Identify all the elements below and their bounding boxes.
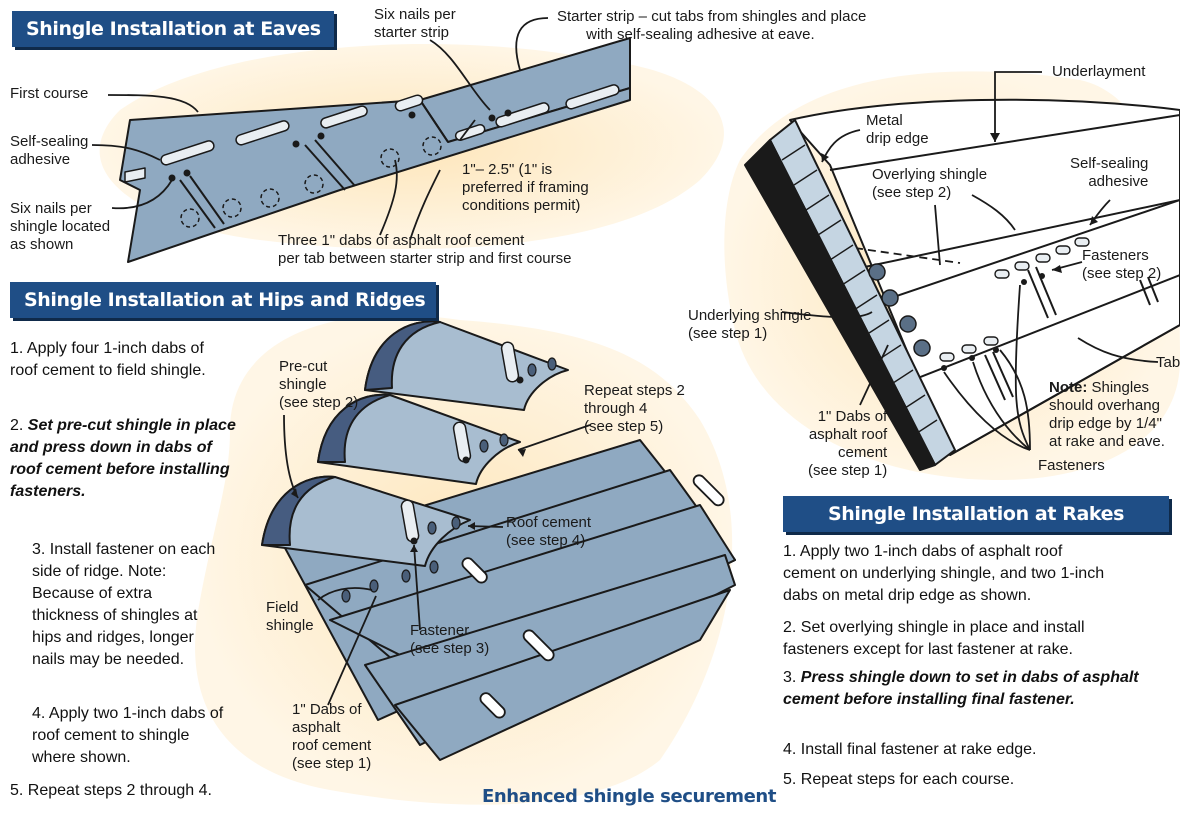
hips-step-2: 2. Set pre-cut shingle in place and pres… [10, 417, 236, 500]
label-precut-shingle: Pre-cut shingle (see step 2) [279, 358, 359, 411]
tab-slot [179, 179, 216, 229]
metal-drip-edge [744, 119, 956, 471]
rakes-step-4: 4. Install final fastener at rake edge. [783, 741, 1037, 758]
label-overhang-note: Note: Shingles should overhang drip edge… [1049, 379, 1165, 450]
label-offset: 1"– 2.5" (1" is preferred if framing con… [462, 161, 589, 214]
rakes-illustration [744, 98, 1180, 471]
label-first-course: First course [10, 85, 89, 102]
label-fasteners: Fasteners [1038, 457, 1105, 474]
label-overlying-shingle: Overlying shingle (see step 2) [872, 166, 988, 201]
label-repeat-steps: Repeat steps 2 through 4 (see step 5) [584, 382, 685, 435]
label-three-dabs: Three 1" dabs of asphalt roof cement per… [278, 232, 572, 267]
hips-step-4: 4. Apply two 1-inch dabs of roof cement … [32, 705, 224, 766]
label-fasteners-step2: Fasteners (see step 2) [1082, 247, 1162, 282]
cement-dab [180, 208, 200, 228]
rakes-step-2: 2. Set overlying shingle in place and in… [783, 619, 1085, 658]
rakes-step-5: 5. Repeat steps for each course. [783, 771, 1015, 788]
header-hips-ridges: Shingle Installation at Hips and Ridges [10, 282, 436, 318]
label-tab: Tab [1156, 354, 1180, 371]
rakes-step-3: 3. Press shingle down to set in dabs of … [783, 669, 1139, 708]
adhesive-strip [160, 140, 215, 166]
caption-enhanced-securement: Enhanced shingle securement [482, 786, 777, 807]
label-underlayment: Underlayment [1052, 63, 1146, 80]
label-self-sealing-rakes: Self-sealing adhesive [1070, 155, 1149, 190]
hips-step-5: 5. Repeat steps 2 through 4. [10, 782, 212, 799]
tab-slot [304, 144, 346, 191]
label-metal-drip-edge: Metal drip edge [866, 112, 929, 147]
label-self-sealing-adhesive: Self-sealing adhesive [10, 133, 89, 168]
header-rakes: Shingle Installation at Rakes [783, 496, 1169, 532]
ridge-cap-top [364, 320, 569, 411]
label-six-nails-starter: Six nails per starter strip [374, 6, 456, 41]
ridge-cap-middle [317, 393, 521, 485]
header-eaves: Shingle Installation at Eaves [12, 11, 334, 47]
label-six-nails-shingle: Six nails per shingle located as shown [10, 200, 111, 253]
hips-step-3: 3. Install fastener on each side of ridg… [32, 541, 216, 668]
label-roof-cement: Roof cement (see step 4) [506, 514, 592, 549]
label-field-shingle: Field shingle [266, 599, 314, 634]
label-starter-strip: Starter strip – cut tabs from shingles a… [557, 8, 867, 43]
hips-step-1: 1. Apply four 1-inch dabs of roof cement… [10, 340, 206, 379]
label-fastener: Fastener (see step 3) [410, 622, 490, 657]
rakes-step-1: 1. Apply two 1-inch dabs of asphalt roof… [783, 543, 1105, 604]
label-dabs-roof-cement: 1" Dabs of asphalt roof cement (see step… [292, 701, 372, 772]
label-underlying-shingle: Underlying shingle (see step 1) [688, 307, 812, 342]
hips-illustration [261, 320, 736, 761]
nail [168, 174, 176, 182]
ridge-cap-bottom [261, 475, 471, 567]
eaves-illustration [119, 37, 631, 263]
label-rakes-dabs: 1" Dabs of asphalt roof cement (see step… [808, 408, 888, 479]
